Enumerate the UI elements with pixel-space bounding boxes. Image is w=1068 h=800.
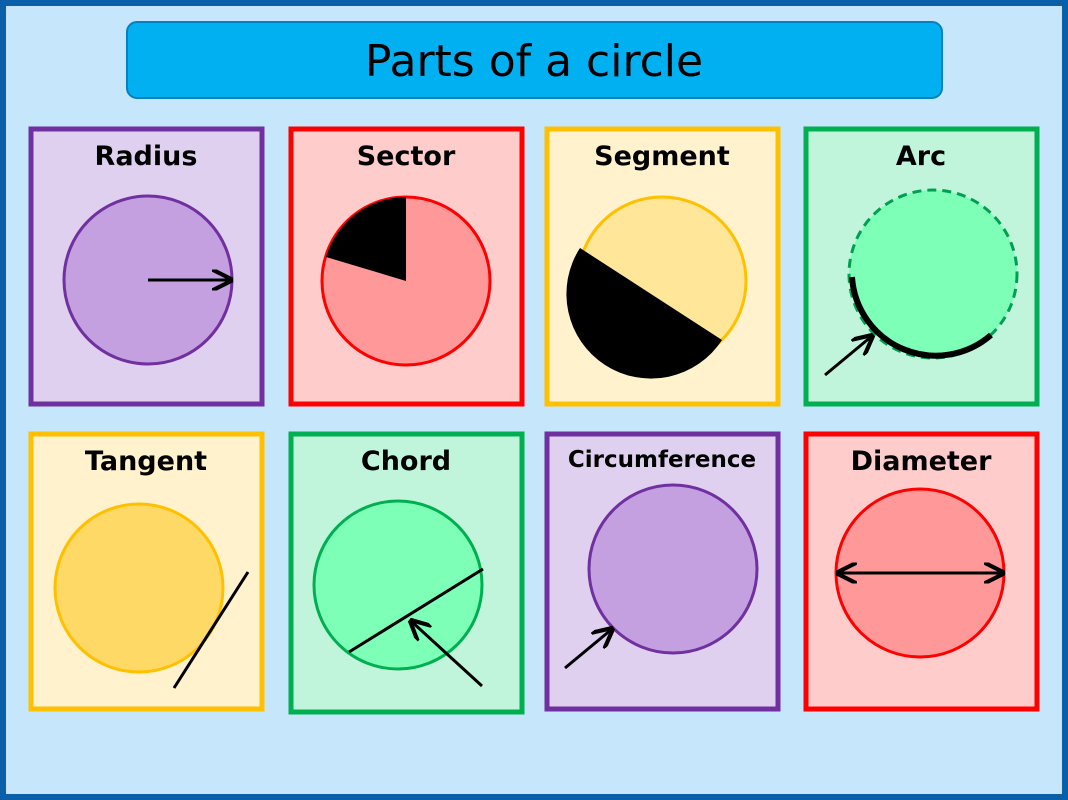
card-label: Circumference (568, 447, 756, 473)
card-diameter: Diameter (803, 431, 1040, 712)
card-arc: Arc (803, 126, 1040, 407)
card-radius: Radius (28, 126, 265, 407)
card-sector: Sector (288, 126, 525, 407)
pointer-arrow (411, 621, 484, 688)
card-label: Chord (361, 446, 451, 477)
card-circumference: Circumference (544, 431, 781, 712)
chord-line (348, 567, 484, 654)
card-label: Tangent (85, 446, 207, 477)
card-label: Sector (357, 141, 456, 172)
card-label: Arc (896, 141, 946, 172)
circle (53, 502, 225, 674)
sector-shaded (326, 197, 406, 281)
circle (312, 499, 484, 671)
arc-highlight (849, 276, 993, 359)
circle (847, 188, 1019, 360)
pointer-arrow (564, 629, 612, 670)
tangent-line (172, 571, 250, 689)
card-tangent: Tangent (28, 431, 265, 712)
card-segment: Segment (544, 126, 781, 407)
card-label: Radius (95, 141, 198, 172)
title-banner: Parts of a circle (126, 21, 943, 99)
page-title: Parts of a circle (365, 36, 703, 87)
pointer-arrow (824, 336, 872, 377)
circle (587, 483, 759, 655)
card-label: Diameter (851, 446, 993, 477)
card-chord: Chord (288, 431, 525, 715)
card-label: Segment (594, 141, 730, 172)
segment-shaded (566, 248, 722, 379)
